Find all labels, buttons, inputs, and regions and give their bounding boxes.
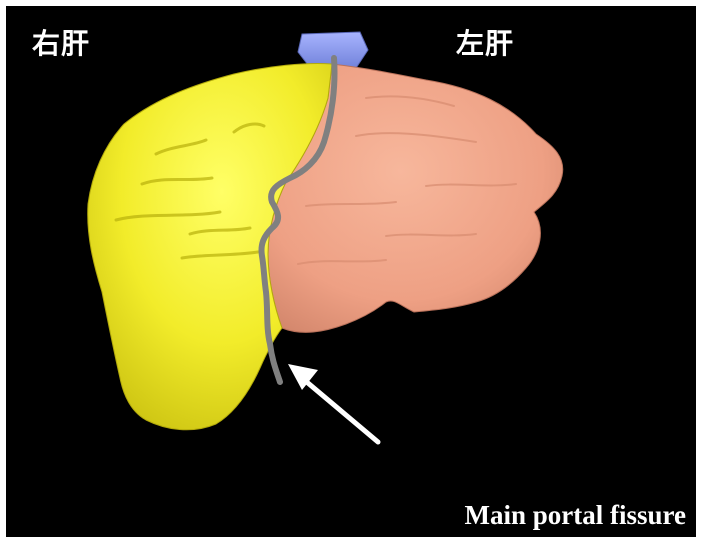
liver-illustration-panel: 右肝 左肝 Main portal fissure — [6, 6, 696, 537]
left-liver-label: 左肝 — [456, 30, 514, 58]
liver-3d-render — [6, 6, 696, 537]
pointer-arrow-icon — [288, 364, 378, 442]
caption-main-portal-fissure: Main portal fissure — [465, 502, 687, 529]
right-liver-label: 右肝 — [32, 30, 90, 58]
